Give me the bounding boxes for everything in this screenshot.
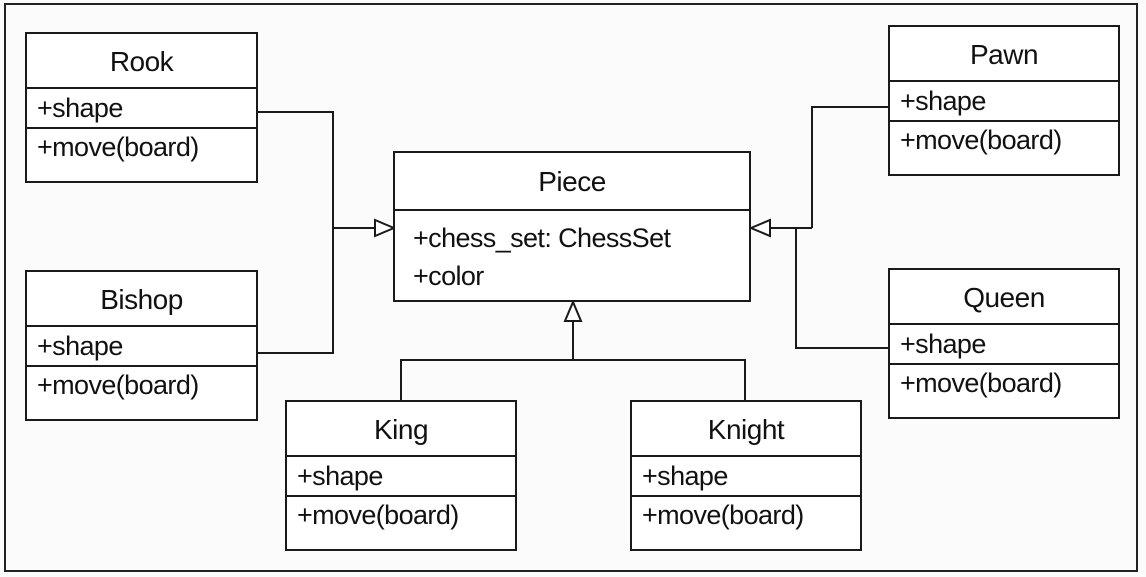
class-box-piece: Piece +chess_set: ChessSet +color: [393, 151, 751, 302]
class-box-king: King +shape +move(board): [285, 400, 517, 551]
bottom-generalization-arrowhead: [563, 299, 583, 322]
attributes-compartment: +chess_set: ChessSet +color: [395, 211, 749, 295]
methods-compartment: +move(board): [632, 497, 860, 535]
methods-compartment: +move(board): [287, 497, 515, 535]
attribute: +shape: [642, 461, 728, 491]
bishop-inheritance-line: [258, 228, 334, 354]
class-box-queen: Queen +shape +move(board): [888, 268, 1120, 419]
method: +move(board): [297, 500, 459, 530]
attribute: +shape: [37, 331, 123, 361]
class-name: Pawn: [890, 27, 1118, 82]
queen-inheritance-line: [795, 228, 888, 349]
class-name: Piece: [395, 153, 749, 211]
attributes-compartment: +shape: [632, 457, 860, 497]
attribute: +chess_set: ChessSet: [413, 223, 671, 253]
diagram-frame: [4, 3, 1138, 572]
attributes-compartment: +shape: [890, 82, 1118, 122]
attribute: +shape: [900, 329, 986, 359]
class-name: Rook: [27, 34, 256, 89]
attribute: +shape: [900, 86, 986, 116]
methods-compartment: +move(board): [890, 365, 1118, 403]
method: +move(board): [37, 370, 199, 400]
pawn-inheritance-line: [811, 106, 888, 228]
right-generalization-arrowhead: [748, 218, 771, 238]
methods-compartment: +move(board): [27, 367, 256, 405]
class-box-knight: Knight +shape +move(board): [630, 400, 862, 551]
king-knight-inheritance-line: [400, 359, 746, 400]
attributes-compartment: +shape: [890, 325, 1118, 365]
method: +move(board): [37, 132, 199, 162]
attributes-compartment: +shape: [27, 89, 256, 129]
class-box-pawn: Pawn +shape +move(board): [888, 25, 1120, 176]
class-box-bishop: Bishop +shape +move(board): [25, 270, 258, 421]
class-name: Bishop: [27, 272, 256, 327]
class-name: Queen: [890, 270, 1118, 325]
rook-inheritance-line: [258, 111, 334, 228]
method: +move(board): [900, 368, 1062, 398]
methods-compartment: +move(board): [27, 129, 256, 167]
method: +move(board): [642, 500, 804, 530]
class-name: King: [287, 402, 515, 457]
attribute: +color: [413, 261, 484, 291]
method: +move(board): [900, 125, 1062, 155]
class-name: Knight: [632, 402, 860, 457]
attributes-compartment: +shape: [27, 327, 256, 367]
left-generalization-arrowhead: [374, 218, 397, 238]
attribute: +shape: [37, 93, 123, 123]
attributes-compartment: +shape: [287, 457, 515, 497]
methods-compartment: +move(board): [890, 122, 1118, 160]
class-box-rook: Rook +shape +move(board): [25, 32, 258, 183]
attribute: +shape: [297, 461, 383, 491]
